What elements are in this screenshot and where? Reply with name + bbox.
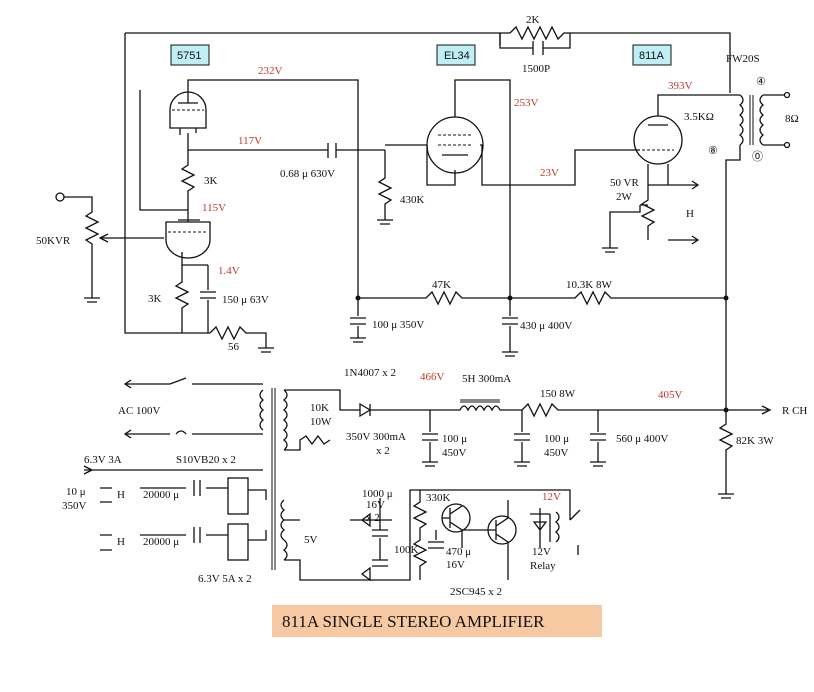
tube-811a-box [632,44,672,66]
c068-label: 0.68 μ 630V [280,168,335,180]
heater-6-3v-5a-label: 6.3V 5A x 2 [198,573,252,585]
heater-6-3v-3a-label: 6.3V 3A [84,454,122,466]
r82k-label: 82K 3W [736,435,774,447]
c100-a-volt-label: 450V [442,447,467,459]
voltage-23v: 23V [540,167,559,179]
diode-1n4007-label: 1N4007 x 2 [344,367,396,379]
c470-label: 470 μ [446,546,471,558]
r3k-cathode-label: 3K [148,293,162,305]
vr50k-label: 50KVR [36,235,71,247]
voltage-115v: 115V [202,202,226,214]
r330k-label: 330K [426,492,451,504]
heater-h2: H [117,536,125,548]
c20000b-label: 20000 μ [143,536,179,548]
c470-volt-label: 16V [446,559,465,571]
s10vb20-label: S10VB20 x 2 [176,454,236,466]
terminal-4: ④ [756,76,766,88]
power-transformer [259,388,288,570]
voltage-393v: 393V [668,80,693,92]
c560-label: 560 μ 400V [616,433,668,445]
c100-a-label: 100 μ [442,433,467,445]
tube-811a-label: 811A [639,50,665,62]
c150-label: 150 μ 63V [222,294,269,306]
r47k-label: 47K [432,279,451,291]
relay-coil [530,508,581,555]
voltage-232v: 232V [258,65,283,77]
choke-label: 5H 300mA [462,373,511,385]
tube-5751-label: 5751 [177,50,201,62]
sec350-label: 350V 300mA [346,431,406,443]
r10w-label: 10W [310,416,332,428]
c100-b-volt-label: 450V [544,447,569,459]
voltage-12v: 12V [542,491,561,503]
title-banner [272,605,602,637]
heater-h-top: H [686,208,694,220]
tube-el34-label: EL34 [444,50,470,62]
c1000-x-label: x 2 [366,512,380,524]
transistor-label: 2SC945 x 2 [450,586,502,598]
voltage-117v: 117V [238,135,262,147]
r-ch-label: R CH [782,405,807,417]
tube-811a [633,94,740,185]
c1500p-label: 1500P [522,63,550,75]
ac-100v-label: AC 100V [118,405,161,417]
r150-label: 150 8W [540,388,576,400]
r100k-label: 100K [394,544,419,556]
sec350-x-label: x 2 [376,445,390,457]
ohm35k-label: 3.5KΩ [684,111,714,123]
output-transformer [725,91,791,298]
tube-5751-upper [169,79,359,300]
r10-3k-label: 10.3K 8W [566,279,612,291]
relay-label: Relay [530,560,556,572]
heater-rectifier-1 [140,477,267,561]
input-jack-icon [55,192,65,202]
5v-label: 5V [304,534,318,546]
transformer-label: FW20S [726,53,760,65]
tube-5751-lower [165,215,211,259]
voltage-405v: 405V [658,389,683,401]
c10-label: 10 μ [66,486,86,498]
transistor-pair [441,500,517,580]
ohm8-label: 8Ω [785,113,799,125]
terminal-8: ⑧ [708,145,718,157]
r3k-mid-label: 3K [204,175,218,187]
voltage-253v: 253V [514,97,539,109]
tube-5751-box [170,44,210,66]
terminal-0: ⓪ [752,150,763,163]
tube-el34 [385,79,511,298]
r430k-label: 430K [400,194,425,206]
c10-volt-label: 350V [62,500,87,512]
relay-voltage-label: 12V [532,546,551,558]
voltage-466v: 466V [420,371,445,383]
c1000-volt-label: 16V [366,499,385,511]
c430-400-label: 430 μ 400V [520,320,572,332]
c100-b-label: 100 μ [544,433,569,445]
voltage-1-4v: 1.4V [218,265,240,277]
c100-350-label: 100 μ 350V [372,319,424,331]
heater-h1: H [117,489,125,501]
tube-el34-box [436,44,476,66]
c20000a-label: 20000 μ [143,489,179,501]
vr50-watt-label: 2W [616,191,633,203]
r2k-feedback-label: 2K [526,14,540,26]
vr50-label: 50 VR [610,177,639,189]
r10k-label: 10K [310,402,329,414]
c1000-label: 1000 μ [362,488,393,500]
schematic-title: 811A SINGLE STEREO AMPLIFIER [282,612,545,631]
r56-label: 56 [228,341,240,353]
